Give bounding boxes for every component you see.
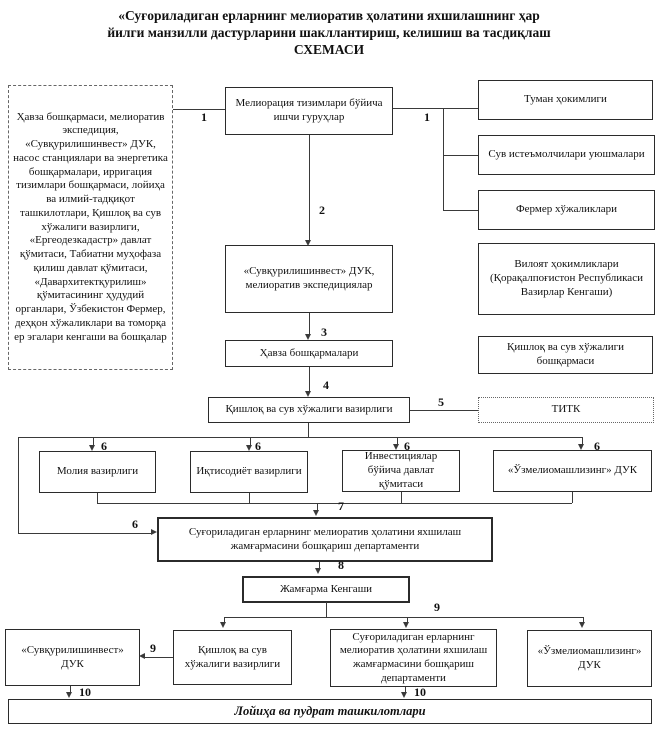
box-fermer-khujaliklari: Фермер хўжаликлари [478, 190, 655, 230]
connector-line [326, 602, 327, 617]
step-label-6c: 6 [404, 439, 410, 453]
connector-line [224, 617, 225, 623]
connector-line [443, 108, 444, 210]
arrowhead-down-icon [401, 692, 407, 698]
step-label-9-main: 9 [434, 600, 440, 614]
connector-line [405, 687, 406, 694]
box-moliya-vazirligi: Молия вазирлиги [39, 451, 156, 493]
box-havza-boshqarmalari: Ҳавза бошқармалари [225, 340, 393, 367]
box-qishloq-suv-vazirligi-2: Қишлоқ ва сув хўжалиги вазирлиги [173, 630, 292, 685]
box-iqtisodiyot-vazirligi: Иқтисодиёт вазирлиги [190, 451, 308, 493]
connector-line [582, 437, 583, 445]
arrowhead-down-icon [578, 444, 584, 450]
box-titk: ТИТК [478, 397, 654, 423]
box-qishloq-suv-vazirligi: Қишлоқ ва сув хўжалиги вазирлиги [208, 397, 410, 423]
connector-line [401, 492, 402, 503]
box-invest-qumitasi: Инвестициялар бўйича давлат қўмитаси [342, 450, 460, 492]
connector-line [309, 135, 310, 240]
step-label-8: 8 [338, 558, 344, 572]
step-label-5: 5 [438, 395, 444, 409]
step-label-3: 3 [321, 325, 327, 339]
connector-line [407, 617, 408, 623]
step-label-7: 7 [338, 499, 344, 513]
box-participants-list: Ҳавза бошқармаси, мелиоратив экспедиция,… [8, 85, 173, 370]
box-suvqurilishinvest-2: «Сувқурилишинвест» ДУК [5, 629, 140, 686]
page-title-line1: «Суғориладиган ерларнинг мелиоратив ҳола… [118, 8, 540, 23]
connector-line [97, 493, 98, 503]
box-fond-departamenti-1: Суғориладиган ерларнинг мелиоратив ҳолат… [157, 517, 493, 562]
box-suvqurilishinvest-expeditions: «Сувқурилишинвест» ДУК, мелиоратив экспе… [225, 245, 393, 313]
connector-line [18, 437, 583, 438]
page-title-line2: йилги манзилли дастурларини шакллантириш… [107, 25, 551, 40]
box-fond-departamenti-2: Суғориладиган ерларнинг мелиоратив ҳолат… [330, 629, 497, 687]
connector-line [249, 493, 250, 503]
arrowhead-down-icon [220, 622, 226, 628]
step-label-6a: 6 [101, 439, 107, 453]
step-label-6d: 6 [594, 439, 600, 453]
step-label-10-left: 10 [79, 685, 91, 699]
box-uzmeliomashlizing-2: «Ўзмелиомашлизинг» ДУК [527, 630, 652, 687]
connector-line [309, 367, 310, 392]
connector-line [309, 313, 310, 335]
connector-line [572, 492, 573, 503]
step-label-9-left: 9 [150, 641, 156, 655]
arrowhead-left-icon [139, 653, 145, 659]
arrowhead-down-icon [305, 391, 311, 397]
connector-line [145, 657, 173, 658]
connector-line [97, 503, 572, 504]
connector-line [393, 108, 478, 109]
arrowhead-down-icon [305, 240, 311, 246]
step-label-10-right: 10 [414, 685, 426, 699]
arrowhead-down-icon [89, 445, 95, 451]
connector-line [70, 686, 71, 694]
box-qishloq-suv-boshqarmasi: Қишлоқ ва сув хўжалиги бошқармаси [478, 336, 653, 374]
connector-line [397, 437, 398, 445]
box-suv-uyushmalari: Сув истеъмолчилари уюшмалари [478, 135, 655, 175]
connector-line [250, 437, 251, 446]
connector-line [319, 562, 320, 570]
connector-line [443, 210, 478, 211]
step-label-1-right: 1 [424, 110, 430, 124]
connector-line [410, 410, 478, 411]
arrowhead-right-icon [151, 529, 157, 535]
box-project-contract-organizations: Лойиҳа ва пудрат ташкилотлари [8, 699, 652, 724]
connector-line [317, 503, 318, 512]
connector-line [173, 109, 225, 110]
arrowhead-down-icon [403, 622, 409, 628]
arrowhead-down-icon [66, 692, 72, 698]
box-jamgarma-kengashi: Жамғарма Кенгаши [242, 576, 410, 603]
box-tuman-hokimligi: Туман ҳокимлиги [478, 80, 653, 120]
arrowhead-down-icon [246, 445, 252, 451]
step-label-1-left: 1 [201, 110, 207, 124]
arrowhead-down-icon [315, 568, 321, 574]
connector-line [18, 437, 19, 533]
arrowhead-down-icon [393, 444, 399, 450]
arrowhead-down-icon [579, 622, 585, 628]
connector-line [224, 617, 583, 618]
box-working-groups: Мелиорация тизимлари бўйича ишчи гуруҳла… [225, 87, 393, 135]
connector-line [443, 155, 478, 156]
step-label-6b: 6 [255, 439, 261, 453]
box-viloyat-hokimliklari: Вилоят ҳокимликлари (Қорақалпоғистон Рес… [478, 243, 655, 315]
arrowhead-down-icon [313, 510, 319, 516]
connector-line [18, 533, 152, 534]
box-uzmeliomashlizing-1: «Ўзмелиомашлизинг» ДУК [493, 450, 652, 492]
arrowhead-down-icon [305, 334, 311, 340]
connector-line [308, 423, 309, 437]
step-label-2: 2 [319, 203, 325, 217]
step-label-4: 4 [323, 378, 329, 392]
step-label-6e: 6 [132, 517, 138, 531]
connector-line [93, 437, 94, 446]
connector-line [583, 617, 584, 623]
page-title-line3: СХЕМАСИ [293, 42, 365, 57]
